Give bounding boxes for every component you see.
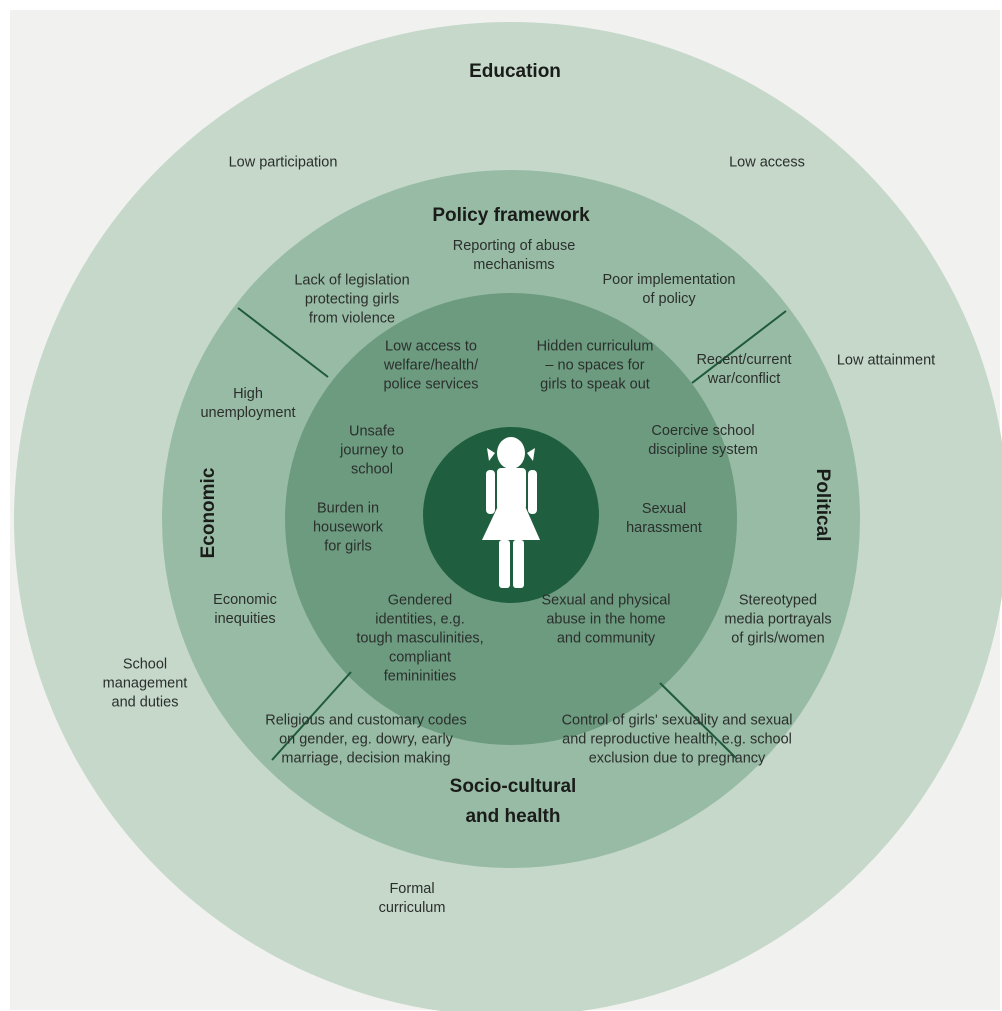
label-sexual-physical-abuse: Sexual and physical abuse in the home an…: [541, 592, 671, 647]
label-gendered-identities: Gendered identities, e.g. tough masculin…: [356, 592, 484, 685]
label-high-unemployment: High unemployment: [200, 386, 296, 421]
label-coercive-discipline: Coercive school discipline system: [648, 423, 758, 458]
girl-figure-icon: [482, 437, 540, 588]
label-recent-war: Recent/current war/conflict: [696, 352, 792, 387]
label-hidden-curriculum: Hidden curriculum – no spaces for girls …: [536, 338, 654, 393]
label-reporting-abuse: Reporting of abuse mechanisms: [452, 238, 576, 273]
label-control-sexuality: Control of girls' sexuality and sexual a…: [561, 712, 793, 767]
label-low-access: Low access: [729, 154, 805, 171]
label-stereotyped-media: Stereotyped media portrayals of girls/wo…: [724, 592, 832, 647]
heading-political: Political: [812, 468, 833, 542]
divider-bottom-right: [659, 682, 737, 759]
divider-top-right: [691, 310, 787, 384]
label-burden-housework: Burden in housework for girls: [312, 500, 384, 555]
label-formal-curriculum: Formal curriculum: [378, 881, 446, 916]
divider-top-left: [237, 307, 329, 378]
label-school-management: School management and duties: [102, 656, 188, 711]
ring-dividers: [237, 307, 787, 761]
label-economic-inequities: Economic inequities: [213, 592, 277, 627]
label-low-access-welfare: Low access to welfare/health/ police ser…: [383, 338, 479, 393]
heading-policy-framework: Policy framework: [432, 205, 590, 226]
label-poor-implementation: Poor implementation of policy: [602, 272, 736, 307]
label-unsafe-journey: Unsafe journey to school: [340, 423, 404, 478]
label-religious-codes: Religious and customary codes on gender,…: [265, 712, 467, 767]
heading-socio-cultural-health: Socio-cultural and health: [449, 776, 577, 827]
heading-economic: Economic: [198, 467, 219, 559]
label-low-participation: Low participation: [228, 154, 338, 171]
label-sexual-harassment: Sexual harassment: [626, 501, 702, 536]
label-lack-legislation: Lack of legislation protecting girls fro…: [294, 272, 410, 327]
heading-education: Education: [469, 61, 561, 82]
label-low-attainment: Low attainment: [836, 352, 936, 369]
divider-bottom-left: [271, 671, 352, 761]
